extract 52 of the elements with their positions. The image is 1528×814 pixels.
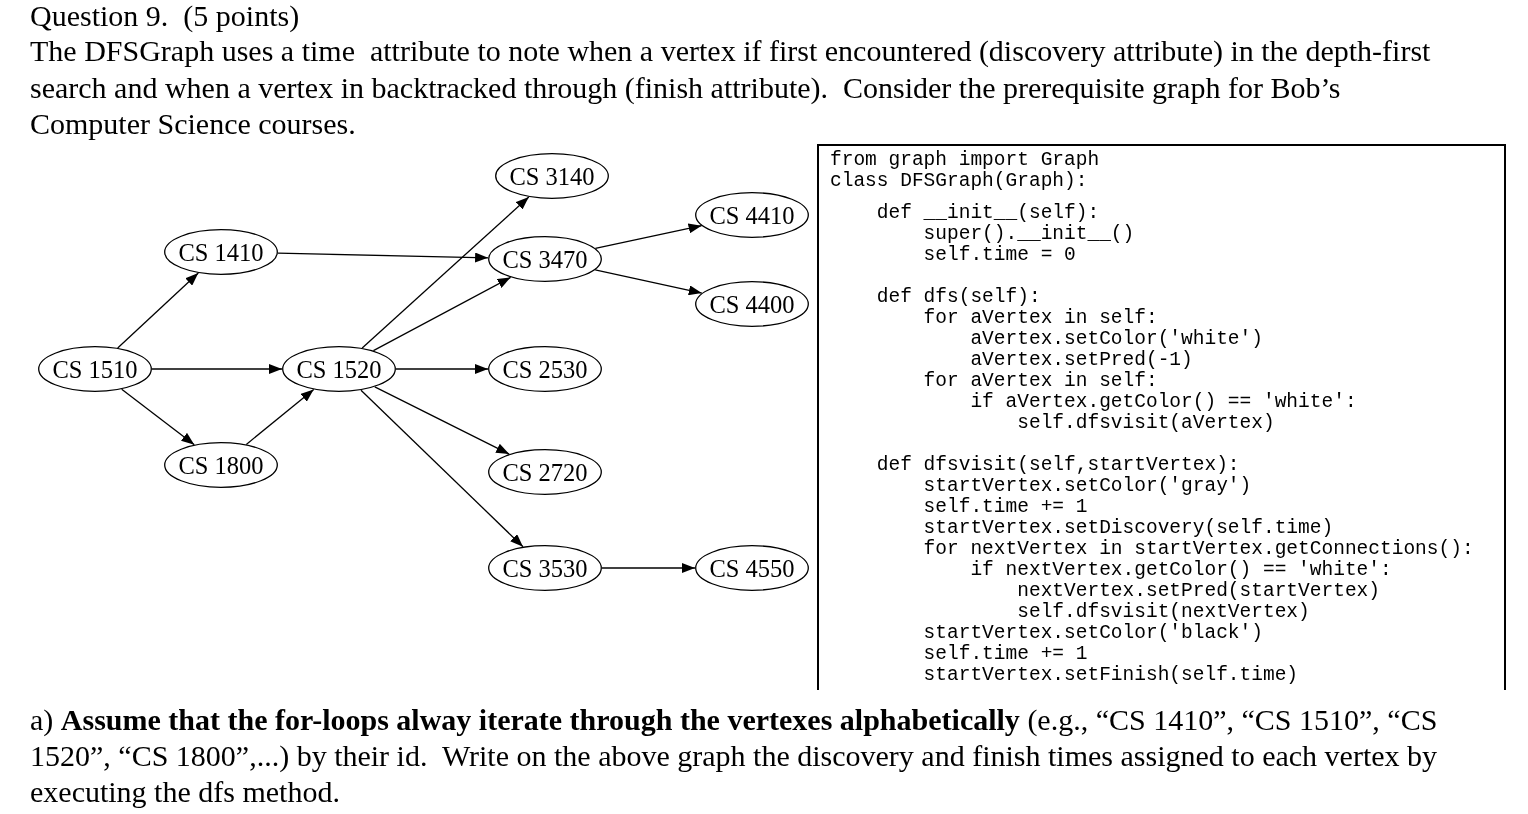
code-line: self.time = 0: [922, 245, 1076, 266]
course-label: CS 3470: [502, 245, 588, 274]
arrow: [372, 276, 512, 352]
arrow: [360, 389, 524, 548]
course-label: CS 4400: [709, 290, 795, 319]
code-line: from graph import Graph: [830, 150, 1100, 171]
code-panel: [817, 144, 1506, 690]
arrow: [601, 563, 696, 573]
code-line: nextVertex.setPred(startVertex): [1016, 581, 1380, 602]
arrow: [151, 364, 283, 374]
arrow: [245, 388, 315, 446]
arrow: [594, 223, 703, 249]
code-line: self.dfsvisit(nextVertex): [1016, 602, 1310, 623]
course-label: CS 2530: [502, 355, 588, 384]
question-text: The DFSGraph uses a time attribute to note when a vertex if first encountered (discovery attribute) in the depth-first search and when a vertex in backtracked through (finish attribute). Consider the prerequisite graph for Bob’s Computer Science courses.: [30, 33, 1432, 142]
code-line: startVertex.setDiscovery(self.time): [922, 518, 1334, 539]
arrow: [121, 388, 195, 446]
arrow: [277, 252, 489, 263]
arrow: [117, 272, 199, 349]
code-line: if aVertex.getColor() == 'white':: [969, 392, 1357, 413]
course-label: CS 1800: [178, 451, 264, 480]
code-line: if nextVertex.getColor() == 'white':: [969, 560, 1392, 581]
course-label: CS 4550: [709, 554, 795, 583]
code-line: for aVertex in self:: [922, 371, 1158, 392]
code-line: aVertex.setColor('white'): [969, 329, 1263, 350]
course-label: CS 3530: [502, 554, 588, 583]
code-line: def dfs(self):: [875, 287, 1041, 308]
code-line: startVertex.setFinish(self.time): [922, 665, 1299, 686]
code-line: self.time += 1: [922, 644, 1088, 665]
code-line: def dfsvisit(self,startVertex):: [875, 455, 1240, 476]
course-label: CS 1410: [178, 238, 264, 267]
code-line: def __init__(self):: [875, 203, 1100, 224]
code-line: super().__init__(): [922, 224, 1135, 245]
code-line: for aVertex in self:: [922, 308, 1158, 329]
course-label: CS 1510: [52, 355, 138, 384]
arrow: [361, 196, 530, 349]
code-line: self.time += 1: [922, 497, 1088, 518]
question-title: Question 9. (5 points): [30, 0, 300, 34]
code-line: for nextVertex in startVertex.getConnections():: [922, 539, 1474, 560]
arrow: [594, 269, 703, 296]
course-label: CS 3140: [509, 162, 595, 191]
code-line: aVertex.setPred(-1): [969, 350, 1193, 371]
code-line: self.dfsvisit(aVertex): [1016, 413, 1275, 434]
course-label: CS 1520: [296, 355, 382, 384]
code-line: startVertex.setColor('gray'): [922, 476, 1252, 497]
course-label: CS 4410: [709, 201, 795, 230]
code-line: startVertex.setColor('black'): [922, 623, 1263, 644]
course-label: CS 2720: [502, 458, 588, 487]
code-line: class DFSGraph(Graph):: [830, 171, 1088, 192]
arrow: [395, 364, 489, 374]
question-prompt: a) Assume that the for-loops alway iterate through the vertexes alphabetically (e.g., “CS 1410”, “CS 1510”, “CS 1520”, “CS 1800”,...) by their id. Write on the above graph the discovery and finish times assigned to each vertex by executing the dfs method.: [30, 702, 1439, 810]
arrow: [374, 386, 510, 455]
